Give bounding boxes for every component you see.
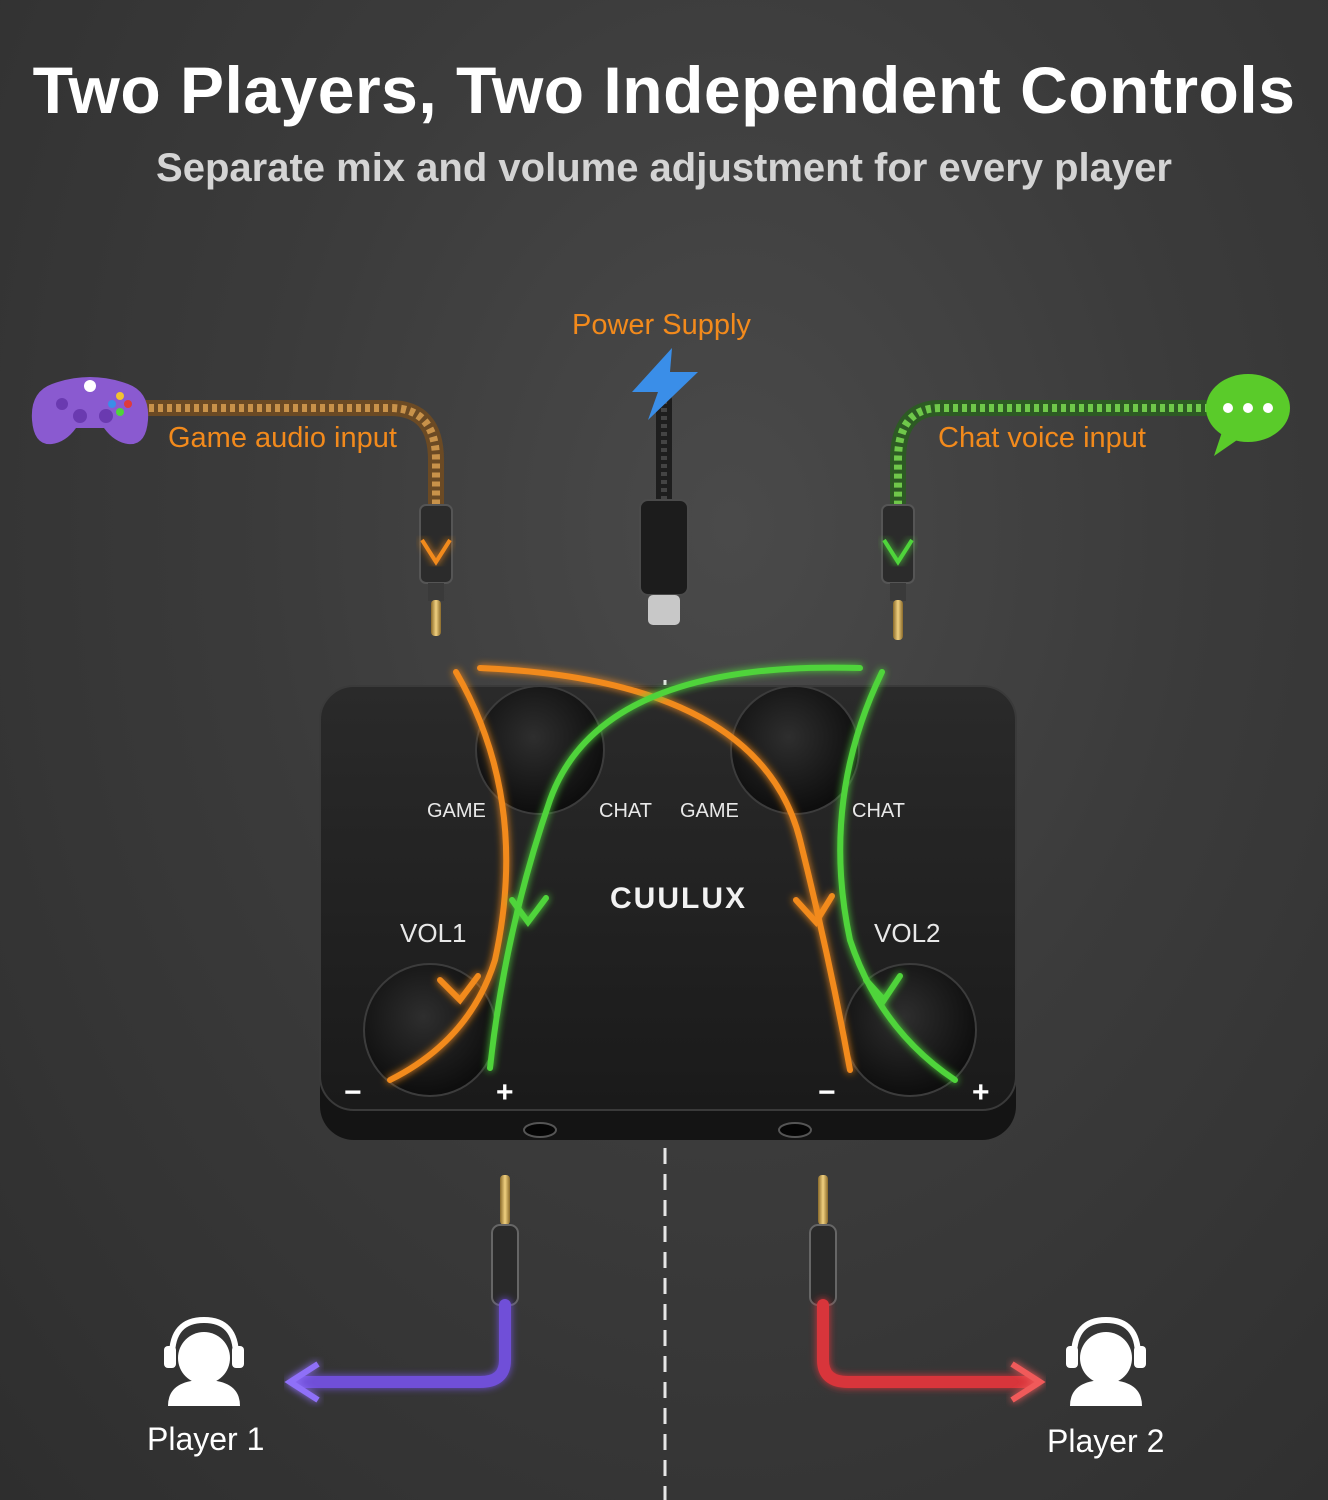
headset-user-icon	[1066, 1316, 1146, 1406]
brand-logo: CUULUX	[610, 882, 747, 915]
vol2-minus-label: −	[818, 1076, 836, 1109]
power-supply-label: Power Supply	[572, 309, 751, 341]
vol1-plus-label: +	[496, 1076, 514, 1109]
player1-cable	[284, 1175, 519, 1403]
right-game-label: GAME	[680, 800, 739, 822]
game-controller-icon	[31, 377, 149, 445]
chat-bubble-icon	[1206, 374, 1290, 456]
page-title: Two Players, Two Independent Controls	[32, 53, 1296, 127]
chat-voice-label: Chat voice input	[938, 422, 1146, 454]
vol2-plus-label: +	[972, 1076, 990, 1109]
vol2-label: VOL2	[874, 918, 941, 948]
headset-user-icon	[164, 1316, 244, 1406]
player1-label: Player 1	[147, 1421, 265, 1457]
lightning-bolt-icon	[632, 348, 698, 420]
left-game-label: GAME	[427, 800, 486, 822]
game-audio-cable	[132, 400, 453, 636]
right-chat-label: CHAT	[852, 800, 905, 822]
left-chat-label: CHAT	[599, 800, 652, 822]
game-signal-paths	[387, 665, 853, 1083]
chat-signal-paths	[487, 664, 958, 1083]
vol1-label: VOL1	[400, 918, 467, 948]
game-audio-label: Game audio input	[168, 422, 397, 454]
player2-label: Player 2	[1047, 1423, 1165, 1459]
chat-voice-cable	[881, 400, 1218, 640]
player2-cable	[809, 1175, 1046, 1403]
page-subtitle: Separate mix and volume adjustment for e…	[156, 146, 1172, 190]
vol1-minus-label: −	[344, 1076, 362, 1109]
power-cable	[639, 392, 689, 625]
